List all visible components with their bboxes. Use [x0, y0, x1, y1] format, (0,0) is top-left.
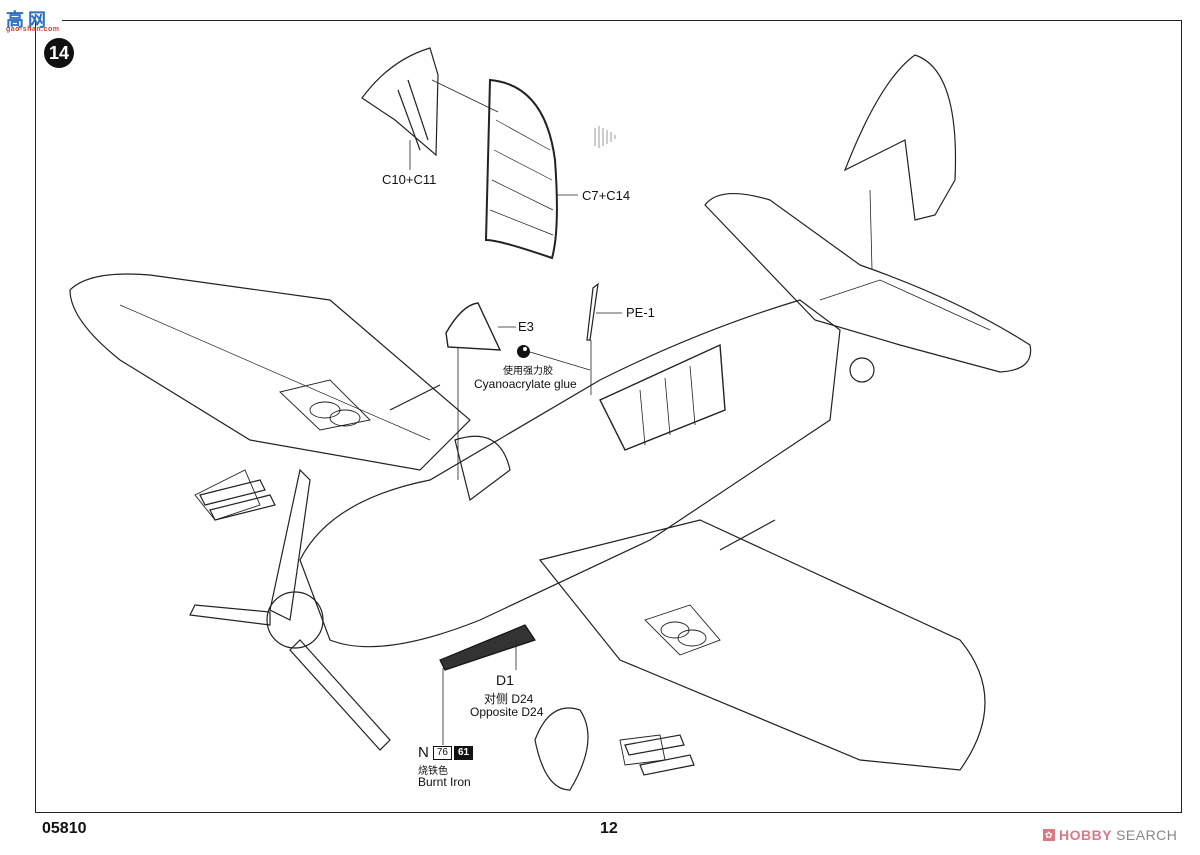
part-label-c10-c11: C10+C11 — [382, 172, 437, 187]
watermark-suffix: SEARCH — [1116, 827, 1178, 843]
part-label-d1: D1 — [496, 672, 514, 688]
paint-name-en: Burnt Iron — [418, 775, 471, 789]
glue-bottle-icon — [517, 345, 530, 358]
paint-callout: N 76 61 — [418, 744, 474, 761]
step-number-badge: 14 — [44, 38, 74, 68]
propeller — [189, 468, 391, 751]
part-label-e3: E3 — [518, 319, 534, 334]
part-e3 — [445, 302, 516, 480]
left-rockets — [199, 479, 276, 521]
right-rockets — [624, 734, 695, 776]
logo-chinese: 高网 — [6, 10, 50, 30]
left-wing — [69, 273, 471, 521]
part-c10-c11 — [361, 47, 499, 170]
watermark-brand: HOBBY — [1059, 827, 1113, 843]
part-label-pe-1: PE-1 — [626, 305, 655, 320]
fuselage — [266, 299, 841, 649]
paint-code-2: 61 — [453, 745, 474, 760]
page-frame — [35, 20, 1182, 813]
paint-code-1: 76 — [432, 745, 452, 760]
hobby-search-watermark: ✿ HOBBY SEARCH — [1043, 827, 1177, 843]
d1-note-cn: 对侧 D24 — [484, 692, 534, 706]
hobby-search-logo-icon: ✿ — [1043, 829, 1055, 841]
right-wing — [534, 519, 986, 791]
part-pe-1 — [529, 282, 622, 395]
kit-number: 05810 — [42, 820, 87, 837]
arrow-right-icon — [594, 126, 616, 148]
paint-letter: N — [418, 744, 429, 761]
part-c7-c14 — [484, 78, 578, 260]
d1-note-en: Opposite D24 — [470, 705, 544, 719]
page-number: 12 — [600, 820, 618, 837]
gao-shan-logo: 高网 gao-shan.com — [6, 6, 68, 36]
part-d1-exhaust — [439, 624, 536, 745]
logo-url: gao-shan.com — [6, 26, 60, 33]
page-frame-top — [62, 20, 1182, 21]
tail-assembly — [704, 54, 1032, 383]
part-label-c7-c14: C7+C14 — [582, 188, 631, 203]
paint-name-cn: 烧铁色 — [418, 766, 448, 777]
glue-note-cn: 使用强力胶 — [503, 366, 553, 377]
glue-note-en: Cyanoacrylate glue — [474, 377, 577, 391]
